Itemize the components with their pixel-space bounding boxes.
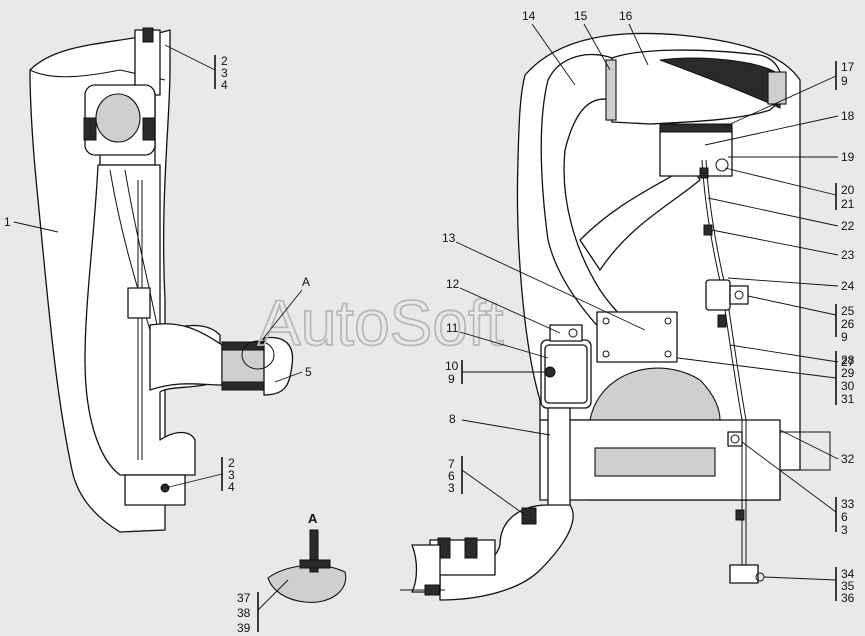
watermark: AutoSoft	[258, 287, 504, 359]
callout-39: 39	[237, 621, 251, 635]
callout-18: 18	[841, 109, 855, 123]
cable-nut-4	[735, 509, 745, 521]
callout-4-top: 4	[221, 78, 228, 92]
callout-26: 26	[841, 317, 855, 331]
callout-27: 27	[841, 355, 855, 369]
callout-31: 31	[841, 392, 855, 406]
callout-16: 16	[619, 9, 633, 23]
callout-17: 17	[841, 60, 855, 74]
heater-clip-left	[83, 117, 97, 141]
callout-20: 20	[841, 183, 855, 197]
callout-35: 35	[841, 579, 855, 593]
callout-11: 11	[446, 321, 459, 335]
duct-flange	[596, 311, 678, 363]
cable-nut-2	[703, 224, 713, 236]
detail-a-title: A	[308, 511, 318, 526]
pipe-end-nut	[424, 584, 440, 596]
detail-a-stem	[309, 529, 319, 573]
wheel-arch	[589, 367, 721, 421]
block-top-bar	[659, 123, 733, 133]
hose-elbow	[263, 336, 294, 396]
control-block	[659, 127, 733, 177]
callout-14: 14	[522, 9, 536, 23]
block-knob	[715, 158, 729, 172]
callout-38: 38	[237, 606, 251, 620]
cable-nut-1	[699, 167, 709, 179]
callout-37: 37	[237, 591, 251, 605]
callout-10: 10	[445, 359, 459, 373]
callout-29: 29	[841, 366, 855, 380]
callout-3-bottom: 3	[228, 468, 235, 482]
callout-6-a: 6	[841, 510, 848, 524]
callout-13: 13	[442, 231, 456, 245]
callout-8: 8	[449, 412, 456, 426]
callout-22: 22	[841, 219, 855, 233]
callout-36: 36	[841, 591, 855, 605]
pipe-8	[547, 407, 571, 509]
callout-30: 30	[841, 379, 855, 393]
detail-a-body	[267, 564, 347, 603]
bottom-bracket	[124, 474, 186, 506]
callout-1: 1	[4, 215, 11, 229]
blower-end-cap	[767, 71, 787, 105]
callout-2-top: 2	[221, 54, 228, 68]
callout-23: 23	[841, 248, 855, 262]
callout-2-bottom: 2	[228, 456, 235, 470]
callout-3-b: 3	[448, 481, 455, 495]
valve-left	[127, 287, 151, 319]
left-assembly	[29, 27, 294, 533]
callout-A-marker: A	[302, 275, 310, 289]
callout-21: 21	[841, 197, 855, 211]
clamp-bottom	[221, 381, 265, 391]
duct-clamp-15	[605, 59, 617, 121]
callout-4-bottom: 4	[228, 480, 235, 494]
callout-6-b: 6	[448, 469, 455, 483]
callout-5: 5	[305, 365, 312, 379]
top-bolt	[142, 27, 154, 43]
callout-9-c: 9	[448, 372, 455, 386]
lower-duct	[579, 164, 701, 271]
right-assembly	[400, 32, 831, 601]
cable-valve	[705, 279, 731, 311]
lower-pipe-run	[439, 504, 574, 601]
detail-a-circle	[241, 340, 275, 370]
vertical-duct	[84, 164, 221, 476]
callout-12: 12	[446, 277, 460, 291]
cable-end-clamp	[729, 564, 759, 584]
callout-24: 24	[841, 279, 855, 293]
callout-15: 15	[574, 9, 588, 23]
callout-28: 28	[841, 353, 855, 367]
detail-a-view	[267, 529, 347, 603]
callout-34: 34	[841, 567, 855, 581]
callouts-left: 1 2 3 4 5 A 2 3 4 A 37 38 39	[4, 44, 318, 635]
clamp-b	[464, 537, 478, 559]
floor-vent	[594, 447, 716, 477]
callout-25: 25	[841, 304, 855, 318]
callout-9-b: 9	[841, 330, 848, 344]
callouts-right: 14 15 16 17 9 18 19 20 21 22 23 24 25 26…	[442, 9, 855, 605]
callout-32: 32	[841, 452, 855, 466]
callout-19: 19	[841, 150, 855, 164]
heater-core	[95, 93, 141, 143]
callout-3-top: 3	[221, 66, 228, 80]
detail-a-clamp	[299, 559, 331, 569]
callout-33: 33	[841, 497, 855, 511]
heater-box-bolt	[544, 366, 556, 378]
callout-3-a: 3	[841, 523, 848, 537]
callout-9-a: 9	[841, 74, 848, 88]
cable-nut-3	[717, 314, 727, 328]
valve-bracket	[729, 285, 749, 305]
clamp-7	[521, 507, 537, 525]
mount-33	[727, 431, 743, 447]
heater-clip-right	[142, 117, 156, 141]
callout-7: 7	[448, 457, 455, 471]
